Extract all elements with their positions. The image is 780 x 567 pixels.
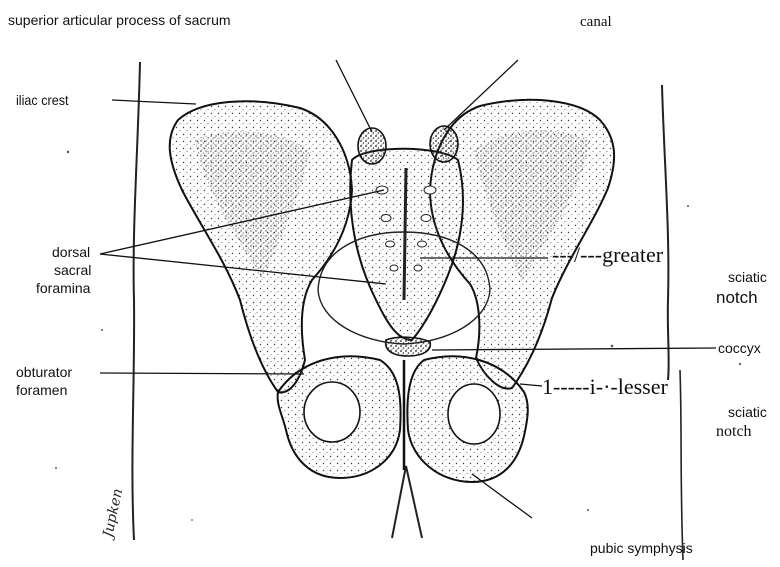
label-canal: canal: [580, 15, 612, 30]
leader-pubic-symphysis: [472, 474, 532, 518]
artist-signature: Jupken: [100, 487, 127, 542]
label-lesser-sciatic: sciatic: [728, 405, 767, 419]
label-coccyx: coccyx: [718, 341, 761, 355]
label-iliac-crest: iliac crest: [16, 93, 69, 107]
label-dorsal: dorsal: [52, 245, 90, 259]
body-outline-left: [132, 62, 140, 540]
leader-coccyx: [432, 348, 716, 350]
leader-iliac-crest: [112, 100, 196, 104]
label-greater-notch: notch: [716, 289, 758, 306]
obturator-foramen-right: [448, 384, 500, 444]
label-foramen: foramen: [16, 383, 67, 397]
label-obturator: obturator: [16, 365, 72, 379]
body-outline-right: [662, 85, 669, 380]
leader-lesser-sciatic: [520, 384, 542, 386]
label-foramina: foramina: [36, 281, 90, 295]
label-superior-articular-process: superior articular process of sacrum: [8, 13, 231, 27]
leader-superior-articular: [336, 60, 372, 132]
median-sacral-crest: [404, 168, 406, 300]
label-sacral: sacral: [54, 263, 91, 277]
coccyx-bone: [386, 337, 431, 356]
label-greater-sciatic: sciatic: [728, 270, 767, 284]
articular-process-right: [430, 126, 458, 162]
label-greater: ---/---greater: [552, 244, 663, 266]
label-lesser-notch: notch: [716, 424, 752, 440]
gluteal-cleft: [392, 466, 422, 538]
signature-text: Jupken: [100, 487, 127, 542]
label-pubic-symphysis: pubic symphysis: [590, 541, 693, 555]
label-lesser: 1-----i-·-lesser: [542, 376, 668, 398]
obturator-foramen-left: [304, 382, 360, 442]
articular-process-left: [358, 128, 386, 164]
body-outline-right-lower: [680, 370, 683, 560]
